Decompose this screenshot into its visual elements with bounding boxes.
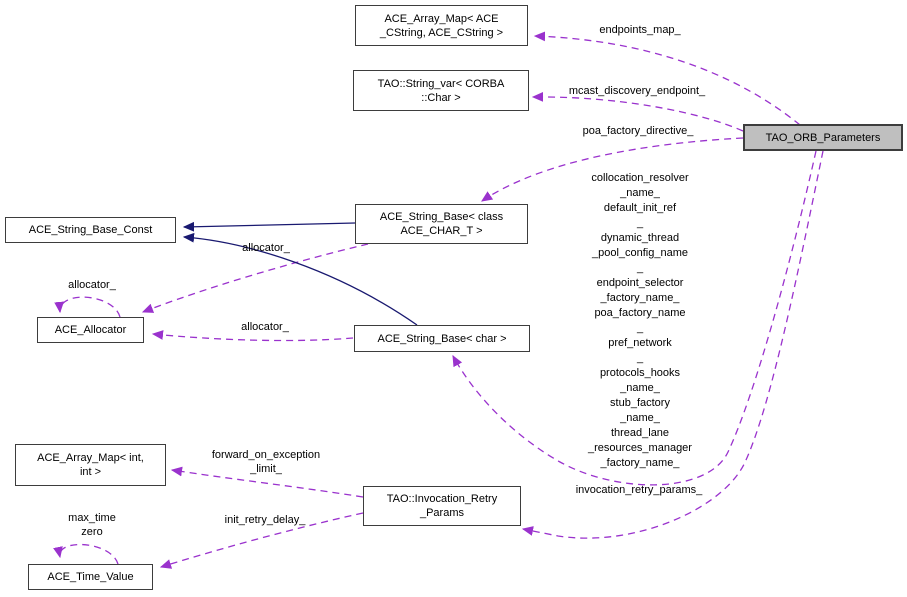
edge-init-retry-delay: [159, 512, 364, 569]
node-time-value[interactable]: ACE_Time_Value: [28, 564, 153, 590]
node-invocation-retry[interactable]: TAO::Invocation_Retry _Params: [363, 486, 521, 526]
node-string-base-char[interactable]: ACE_String_Base< char >: [354, 325, 530, 352]
edge-endpoints-map: [533, 31, 801, 126]
edge-string-members: [452, 150, 817, 486]
edge-inherit-char-to-const: [182, 232, 418, 326]
node-orb-parameters: TAO_ORB_Parameters: [743, 124, 903, 151]
edge-label-endpoints-map: endpoints_map_: [599, 24, 681, 36]
node-array-map-cstring[interactable]: ACE_Array_Map< ACE _CString, ACE_CString…: [355, 5, 528, 46]
edge-allocator-from-class: [141, 243, 369, 313]
node-array-map-int[interactable]: ACE_Array_Map< int, int >: [15, 444, 166, 486]
edge-inherit-class-to-const: [182, 221, 356, 232]
node-string-base-class[interactable]: ACE_String_Base< class ACE_CHAR_T >: [355, 204, 528, 244]
edge-poa-factory-directive: [481, 137, 744, 202]
edge-label-init-retry-delay: init_retry_delay_: [224, 514, 306, 526]
edge-label-allocator-class: allocator_: [242, 242, 290, 254]
edge-forward-on-exception-limit: [170, 466, 364, 498]
edge-allocator-from-char: [151, 330, 354, 342]
edge-label-invocation-retry-params: invocation_retry_params_: [575, 484, 703, 496]
edge-label-poa-factory-directive: poa_factory_directive_: [582, 125, 694, 137]
edge-label-max-time-zero: max_time zero: [68, 512, 116, 538]
node-string-base-const[interactable]: ACE_String_Base_Const: [5, 217, 176, 243]
edge-invocation-retry-params: [521, 150, 824, 539]
edge-label-allocator-char: allocator_: [241, 321, 289, 333]
node-string-var-corba[interactable]: TAO::String_var< CORBA ::Char >: [353, 70, 529, 111]
edge-mcast-discovery-endpoint: [531, 91, 744, 132]
edge-label-string-members: collocation_resolver _name_ default_init…: [588, 172, 692, 469]
edge-label-forward-on-exception-limit: forward_on_exception _limit_: [211, 449, 321, 475]
edge-label-mcast-discovery-endpoint: mcast_discovery_endpoint_: [568, 85, 706, 97]
edge-time-value-self-loop: [53, 543, 119, 565]
edge-allocator-self-loop: [54, 296, 121, 318]
edge-label-allocator-self: allocator_: [68, 279, 116, 291]
node-allocator[interactable]: ACE_Allocator: [37, 317, 144, 343]
